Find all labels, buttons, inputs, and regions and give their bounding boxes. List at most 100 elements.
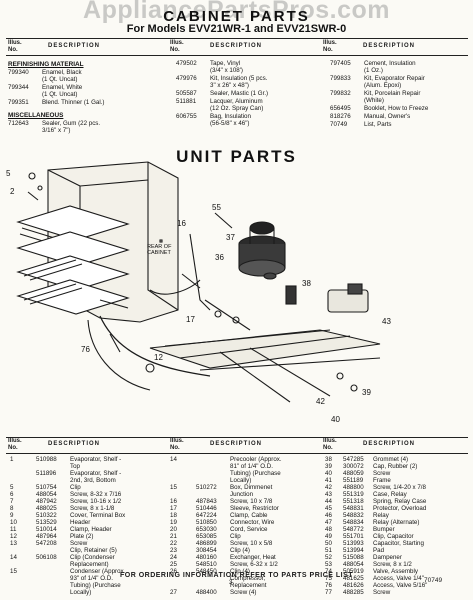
part-description: Cement, Insulation (1 Oz.) <box>364 60 416 74</box>
part-description: Screw <box>373 470 391 477</box>
callout-12: 12 <box>154 353 163 362</box>
part-description: Clip <box>230 533 241 540</box>
rear-of-cabinet-label: REAR OF CABINET <box>147 244 173 256</box>
part-number: 510322 <box>36 512 57 519</box>
section-misc: MISCELLANEOUS <box>8 112 64 119</box>
callout-5: 5 <box>6 169 11 178</box>
part-description: Clip <box>70 484 81 491</box>
part-number: 511881 <box>176 98 197 105</box>
part-number: 515088 <box>343 554 364 561</box>
part-description: Sleeve, Restrictor <box>230 505 279 512</box>
part-number: 606755 <box>176 113 197 120</box>
part-illus-number: 15 <box>170 484 177 491</box>
part-description: Dampener <box>373 554 402 561</box>
part-description: Condenser (Approx. 93" of 1/4" O.D. Tubi… <box>70 568 126 596</box>
callout-40: 40 <box>331 415 340 424</box>
part-description: Protector, Overload <box>373 505 427 512</box>
part-description: Cover, Terminal Box <box>70 512 126 519</box>
part-illus-number: 75 <box>325 575 332 582</box>
part-illus-number: 39 <box>325 463 332 470</box>
unit-colhdr-1: Illus. No. DESCRIPTION <box>8 438 99 452</box>
page-title: CABINET PARTS <box>163 8 310 25</box>
part-number: 481626 <box>343 582 364 589</box>
colhdr-illus: Illus. No. <box>8 40 22 53</box>
part-description: Kit, Insulation (5 pcs. 3" x 26" x 48") <box>210 75 268 89</box>
part-number: 510850 <box>196 519 217 526</box>
part-description: Booklet, How to Freeze <box>364 105 429 112</box>
part-illus-number: 20 <box>170 526 177 533</box>
part-number: 510754 <box>36 484 57 491</box>
callout-38: 38 <box>302 279 311 288</box>
part-description: Tape, Vinyl (3/4" x 108') <box>210 60 243 74</box>
part-description: Screw, 8 x 1-1/8 <box>70 505 115 512</box>
part-number: 300072 <box>343 463 364 470</box>
colhdr-desc: DESCRIPTION <box>210 43 263 49</box>
part-illus-number: 52 <box>325 554 332 561</box>
part-illus-number: 23 <box>170 547 177 554</box>
part-description: Plate (2) <box>70 533 94 540</box>
rear-label-line-1: REAR OF <box>147 244 172 250</box>
unit-colhdr-illus: Illus. No. <box>170 438 184 451</box>
part-number: 548832 <box>343 512 364 519</box>
part-number: 799340 <box>8 69 29 76</box>
part-illus-number: 49 <box>325 533 332 540</box>
unit-colhdr-desc: DESCRIPTION <box>363 441 416 447</box>
part-illus-number: 7 <box>10 498 14 505</box>
part-description: Connector, Wire <box>230 519 275 526</box>
part-number: 548450 <box>196 568 217 575</box>
part-illus-number: 44 <box>325 498 332 505</box>
part-number: 487964 <box>36 533 57 540</box>
header-rule <box>6 55 468 56</box>
order-note: FOR ORDERING INFORMATION REFER TO PARTS … <box>119 572 354 579</box>
part-number: 488054 <box>343 561 364 568</box>
part-illus-number: 46 <box>325 512 332 519</box>
part-number: 547208 <box>36 540 57 547</box>
part-number: 548510 <box>196 561 217 568</box>
part-number: 487942 <box>36 498 57 505</box>
compressor-frame <box>149 329 381 403</box>
part-number: 548772 <box>343 526 364 533</box>
top-rule <box>6 38 468 39</box>
part-description: Bumper <box>373 526 395 533</box>
page-number: 3 <box>229 580 233 586</box>
part-illus-number: 77 <box>325 589 332 596</box>
part-number: 551701 <box>343 533 364 540</box>
part-description: Box, Dimmenet Junction <box>230 484 273 498</box>
part-description: Clip (4) <box>230 547 250 554</box>
part-description: Relay <box>373 512 389 519</box>
unit-table-header-rule <box>6 453 468 454</box>
part-number: 712643 <box>8 120 29 127</box>
part-number: 551189 <box>343 477 364 484</box>
unit-table-top-rule <box>6 437 468 438</box>
part-illus-number: 51 <box>325 547 332 554</box>
part-illus-number: 47 <box>325 519 332 526</box>
part-description: Clip (Condenser Replacement) <box>70 554 115 568</box>
part-number: 547285 <box>343 456 364 463</box>
part-illus-number: 42 <box>325 484 332 491</box>
part-number: 548834 <box>343 519 364 526</box>
part-description: Grommet (4) <box>373 456 409 463</box>
rear-label-line-2: CABINET <box>147 250 171 256</box>
part-description: List, Parts <box>364 121 392 128</box>
part-description: Precooler (Approx. 81" of 1/4" O.D. Tubi… <box>230 456 282 484</box>
part-description: Clip, Capacitor <box>373 533 414 540</box>
part-illus-number: 18 <box>170 512 177 519</box>
part-illus-number: 15 <box>10 568 17 575</box>
part-illus-number: 22 <box>170 540 177 547</box>
unit-colhdr-desc: DESCRIPTION <box>48 441 101 447</box>
part-number: 510272 <box>196 484 217 491</box>
part-number: 488800 <box>343 484 364 491</box>
part-illus-number: 11 <box>10 526 17 533</box>
unit-colhdr-desc: DESCRIPTION <box>210 441 263 447</box>
part-number: 511896 <box>36 470 57 477</box>
colhdr-desc: DESCRIPTION <box>48 43 101 49</box>
part-description: Clip (4) <box>230 568 250 575</box>
part-illus-number: 25 <box>170 561 177 568</box>
part-illus-number: 16 <box>170 498 177 505</box>
part-description: Screw <box>70 540 88 547</box>
colhdr-desc: DESCRIPTION <box>363 43 416 49</box>
part-description: Sealer, Gum (22 pcs. 3/16" x 7") <box>42 120 101 134</box>
colhdr-3: Illus. No. DESCRIPTION <box>323 40 414 54</box>
part-number: 488054 <box>36 491 57 498</box>
